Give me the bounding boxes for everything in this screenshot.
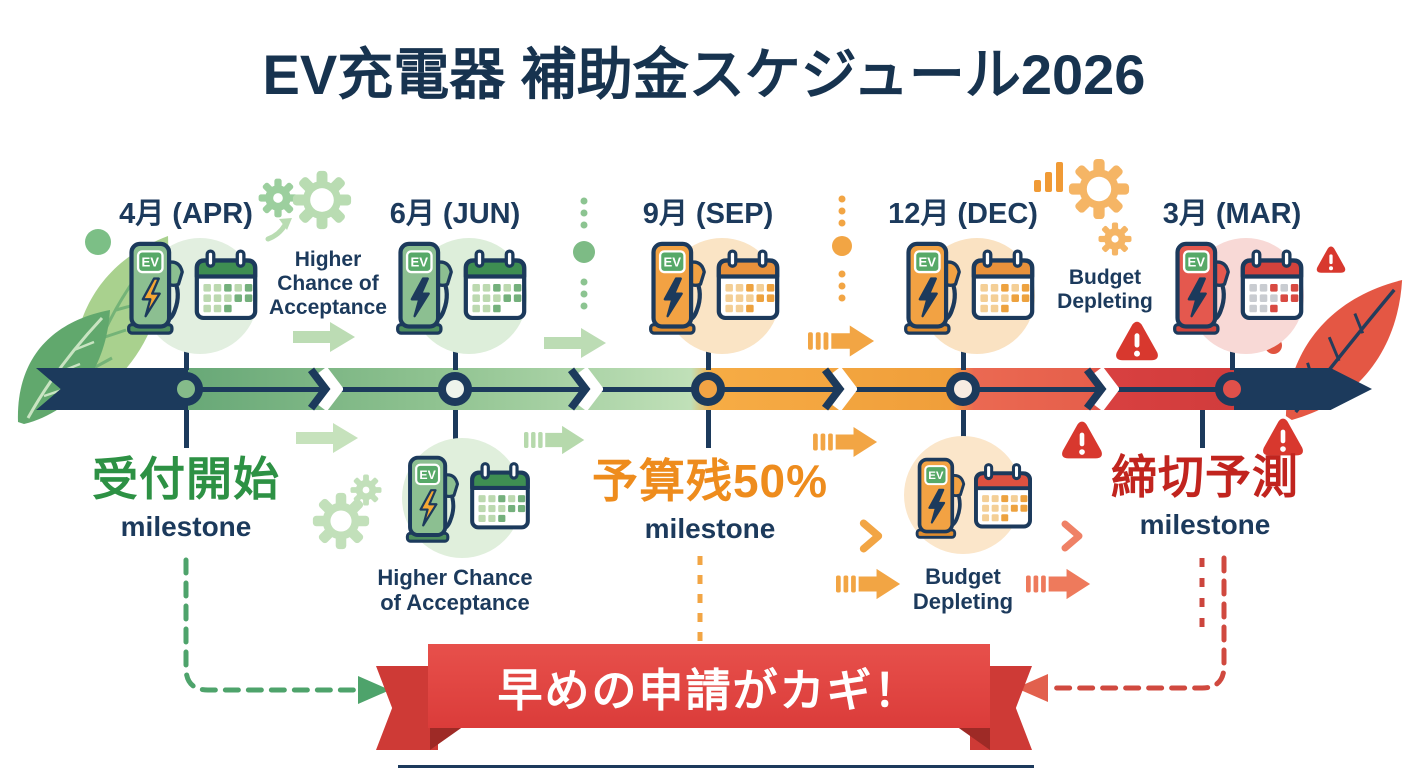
calendar-icon [194,248,258,322]
milestone-label-sep: 予算残50% [591,455,829,507]
arrow-right-icon [1026,566,1092,602]
chevron-right-icon [858,519,884,553]
arrow-right-icon [296,421,360,455]
timeline-node-jun [438,372,472,406]
timeline-node-sep [691,372,725,406]
milestone-label-mar: 締切予測 [1111,451,1299,503]
arrow-right-icon [544,326,608,360]
month-label-sep: 9月 (SEP) [642,198,774,230]
timeline-node-apr [169,372,203,406]
timeline-start-band [36,368,190,410]
timeline-chevron-icon [559,366,603,412]
calendar-icon [971,462,1035,530]
cta-banner-text: 早めの申請がカギ！ [497,664,921,716]
arrow-right-icon [293,320,357,354]
green-dot-decor [85,229,111,255]
milestone-group-dec: 12月 (DEC) EV [853,190,1073,380]
ev-badge-label: EV [1188,254,1206,269]
ev-charger-icon: EV [913,451,967,545]
warning-icon [1061,421,1103,460]
milestone-label-apr: 受付開始 [92,453,280,505]
ev-charger-icon: EV [393,240,455,336]
ev-badge-label: EV [411,254,429,269]
milestone-block-sep: 予算残50% milestone [570,456,850,545]
warning-icon [1316,246,1346,274]
calendar-icon [467,461,533,531]
ev-charger-icon: EV [1170,240,1232,336]
gear-icon [312,492,370,550]
ev-charger-icon: EV [403,451,461,547]
gear-icon [292,170,352,230]
gear-icon [350,474,382,506]
dotted-divider-green-icon [573,197,595,310]
calendar-icon [971,248,1035,322]
timeline-node-mar [1215,372,1249,406]
milestone-stem [453,410,458,452]
month-label-dec: 12月 (DEC) [888,198,1038,230]
icon-group-dec-below: EV Budget Depleting [853,435,1073,625]
ev-charger-icon: EV [124,240,186,336]
warning-icon [1115,321,1159,362]
arrow-right-icon [813,426,879,458]
milestone-stem [1200,410,1205,448]
timeline-node-dec [946,372,980,406]
budget-depleting-note-top: Budget Depleting [1057,266,1153,313]
gear-icon [1068,158,1130,220]
milestone-stem [961,340,966,370]
gear-icon [1098,222,1132,256]
milestone-sublabel-mar: milestone [1139,508,1271,540]
milestone-stem [453,340,458,370]
arrow-right-icon [524,424,586,456]
month-label-mar: 3月 (MAR) [1162,198,1302,230]
bottom-crop-line [398,765,1034,768]
higher-chance-note-bottom: Higher Chance of Acceptance [377,565,533,615]
cta-banner: 早めの申請がカギ！ [428,644,990,728]
milestone-stem [184,340,189,370]
budget-depleting-note-bottom: Budget Depleting [912,564,1014,614]
ev-badge-label: EV [142,254,160,269]
gear-icon [258,178,298,218]
calendar-icon [716,248,780,322]
milestone-stem [961,410,966,454]
green-dashed-connector [183,557,361,693]
timeline-chevron-icon [813,366,857,412]
higher-chance-note-top: Higher Chance of Acceptance [269,248,387,319]
milestone-group-mar: 3月 (MAR) EV [1122,190,1342,380]
arrow-right-icon [836,566,902,602]
milestone-block-apr: 受付開始 milestone [46,454,326,543]
icon-group-jun-below: EV Higher Chance of Acceptance [345,435,565,625]
milestone-group-sep: 9月 (SEP) EV [598,190,818,380]
milestone-group-jun: 6月 (JUN) EV [345,190,565,380]
milestone-sublabel-apr: milestone [120,510,252,542]
milestone-stem [184,410,189,448]
dotted-divider-orange-icon [832,195,852,302]
milestone-sublabel-sep: milestone [644,512,776,544]
bar-chart-icon [1034,162,1063,192]
curved-arrow-icon [265,218,292,242]
month-label-jun: 6月 (JUN) [389,198,521,230]
timeline-chevron-icon [299,366,343,412]
ev-charger-icon: EV [901,240,963,336]
arrow-right-icon [808,324,876,358]
milestone-stem [706,410,711,448]
ev-charger-icon: EV [646,240,708,336]
calendar-icon [1240,248,1304,322]
ev-badge-label: EV [928,470,944,482]
chevron-right-icon [1060,519,1084,553]
page-title: EV充電器 補助金スケジュール2026 [262,43,1146,106]
milestone-block-mar: 締切予測 milestone [1065,452,1345,541]
ev-badge-label: EV [419,468,436,482]
warning-icon [1262,418,1304,457]
ev-badge-label: EV [664,254,682,269]
timeline-chevron-icon [1075,366,1119,412]
milestone-stem [706,340,711,370]
milestone-group-apr: 4月 (APR) EV [76,190,296,380]
calendar-icon [463,248,527,322]
milestone-stem [1230,340,1235,370]
ev-badge-label: EV [919,254,937,269]
month-label-apr: 4月 (APR) [119,198,253,230]
